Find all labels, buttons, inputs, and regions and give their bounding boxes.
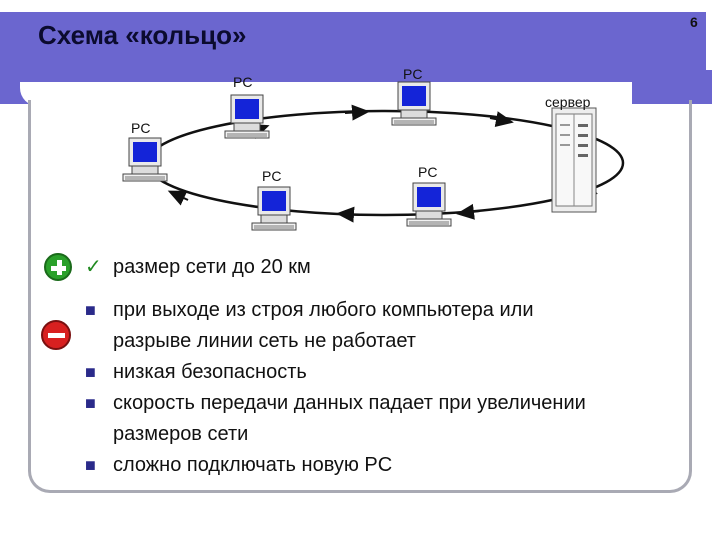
pc-label-1: PC [233, 74, 252, 90]
con-text: разрыве линии сеть не работает [113, 330, 416, 352]
pc-label-2: PC [403, 66, 422, 82]
pc-computer-3 [123, 138, 167, 181]
square-bullet-icon: ■ [85, 450, 96, 481]
con-item-continuation: размеров сети [80, 419, 710, 450]
con-text: скорость передачи данных падает при увел… [113, 392, 586, 414]
con-text: низкая безопасность [113, 361, 307, 383]
square-bullet-icon: ■ [85, 388, 96, 419]
pc-computer-2 [392, 82, 436, 125]
con-text: размеров сети [113, 423, 248, 445]
minus-icon [41, 320, 71, 350]
ring-arrow [175, 194, 188, 200]
server-label: сервер [545, 94, 591, 110]
server-icon [552, 108, 596, 212]
ring-arrow [345, 112, 362, 113]
pc-computer-1 [225, 95, 269, 138]
square-bullet-icon: ■ [85, 357, 96, 388]
plus-icon [44, 253, 72, 281]
bullet-list: ✓ размер сети до 20 км ■ при выходе из с… [80, 252, 710, 481]
pro-text: размер сети до 20 км [113, 256, 311, 278]
pc-computer-5 [407, 183, 451, 226]
con-text: сложно подключать новую PC [113, 454, 392, 476]
pc-computer-4 [252, 187, 296, 230]
con-item: ■ низкая безопасность [80, 357, 710, 388]
checkmark-icon: ✓ [85, 252, 102, 283]
ring-arrow [344, 214, 360, 215]
pc-label-3: PC [131, 120, 150, 136]
square-bullet-icon: ■ [85, 295, 96, 326]
con-text: при выходе из строя любого компьютера ил… [113, 299, 534, 321]
pro-item: ✓ размер сети до 20 км [80, 252, 710, 283]
con-item: ■ сложно подключать новую PC [80, 450, 710, 481]
con-item-continuation: разрыве линии сеть не работает [80, 326, 710, 357]
pc-label-5: PC [418, 164, 437, 180]
con-item: ■ при выходе из строя любого компьютера … [80, 295, 710, 326]
con-item: ■ скорость передачи данных падает при ув… [80, 388, 710, 419]
pc-label-4: PC [262, 168, 281, 184]
